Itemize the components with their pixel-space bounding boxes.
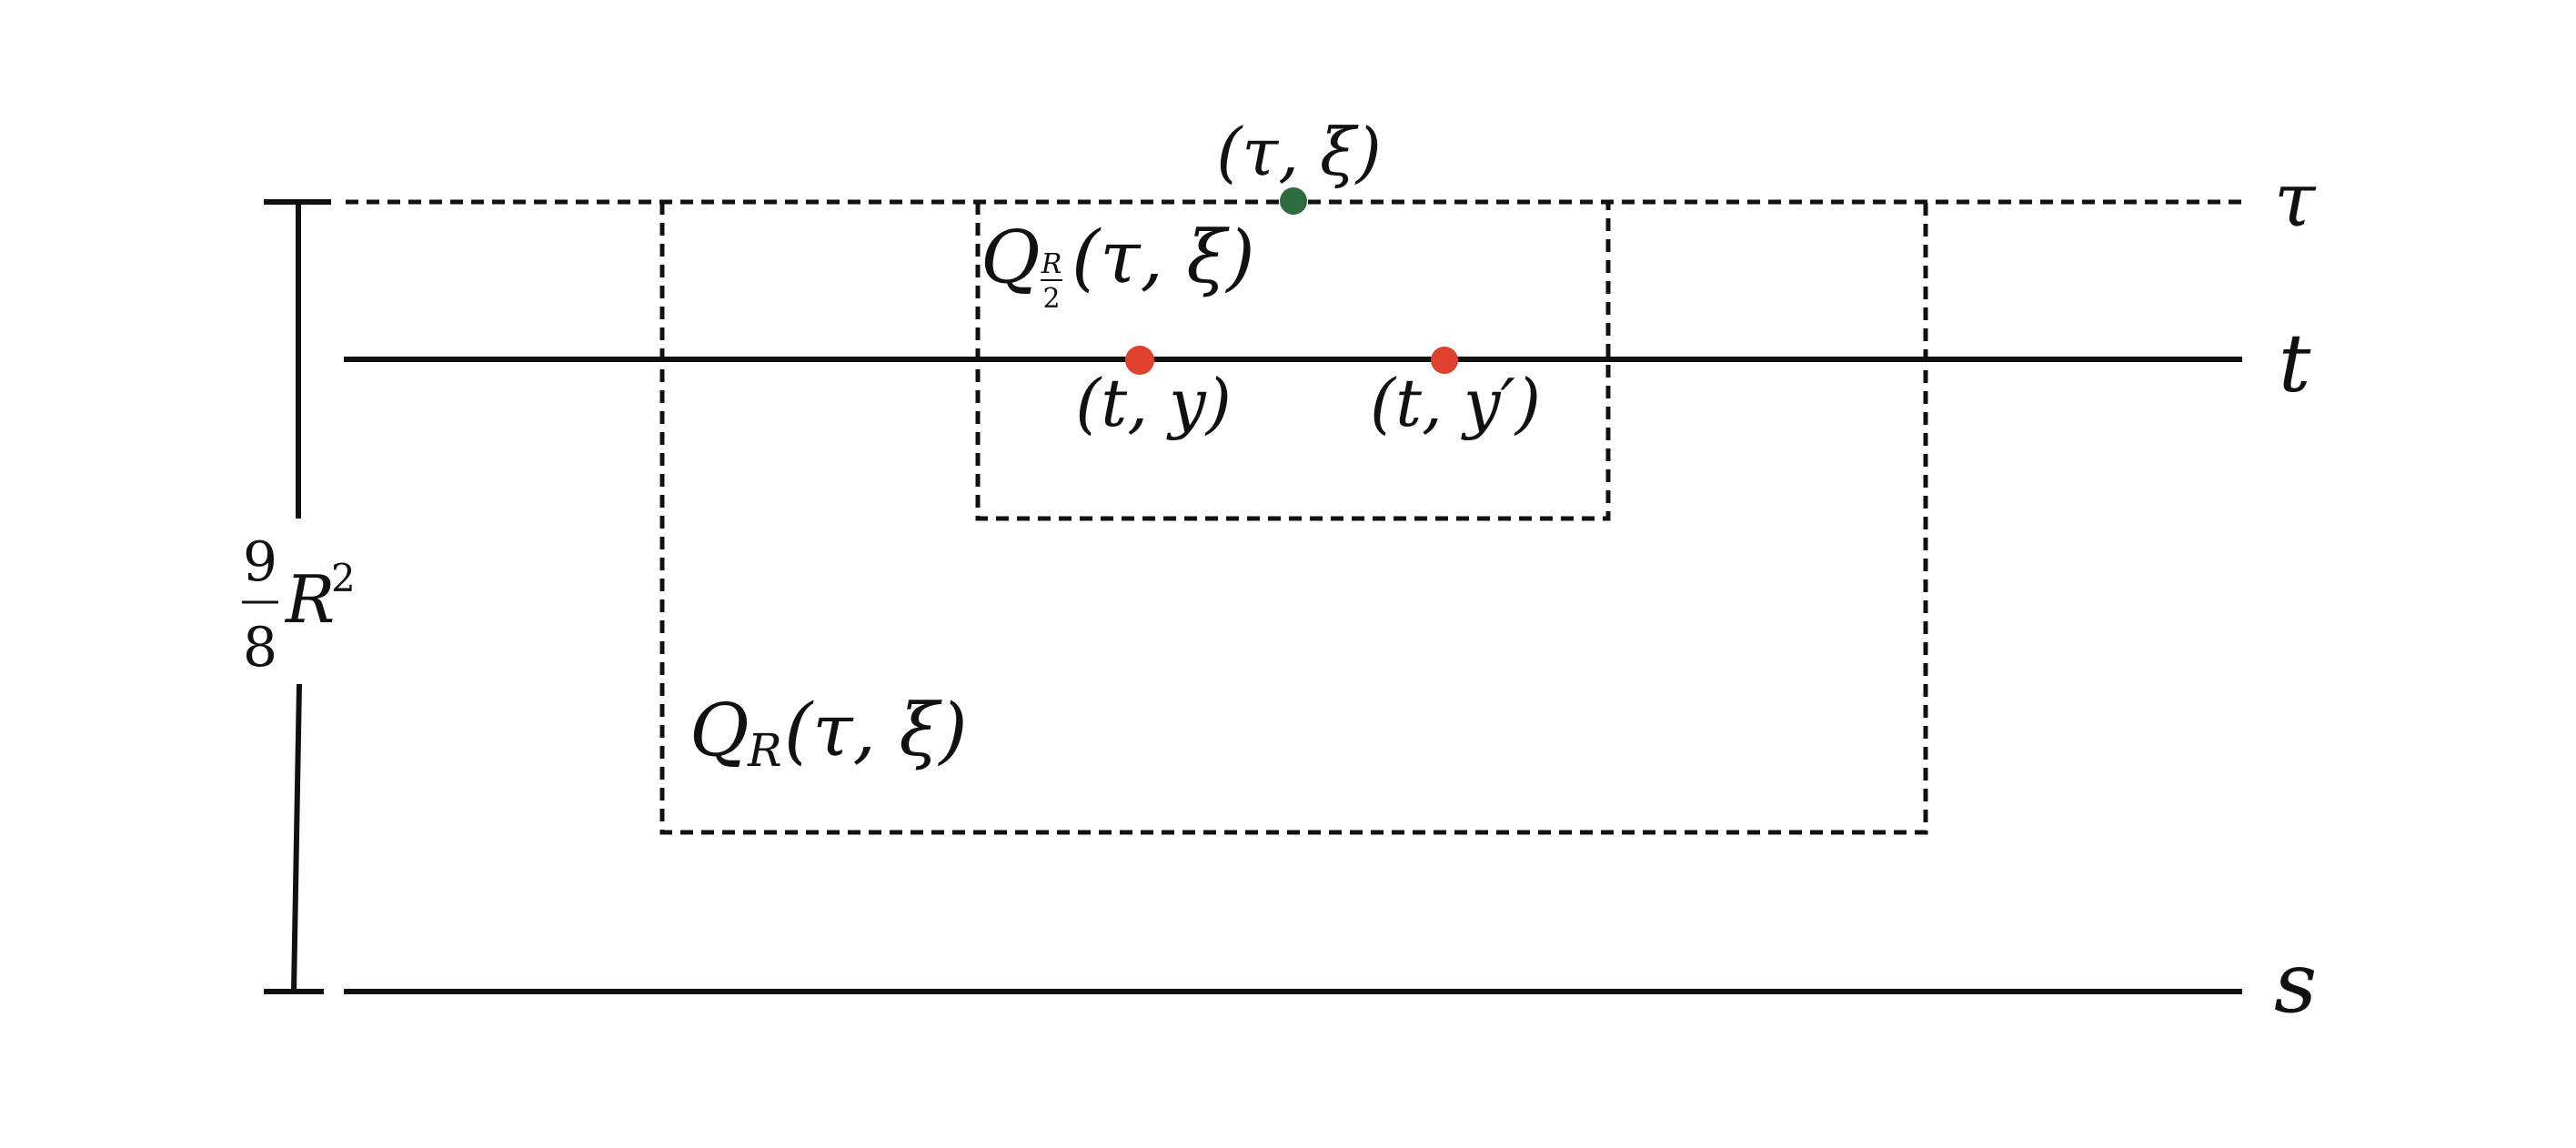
outer-cylinder-label: Q R (τ, ξ)	[689, 688, 968, 777]
height-fraction-numerator: 9	[243, 530, 277, 594]
bracket-lower-segment	[291, 683, 302, 992]
inner-cylinder-label: Q R 2 (τ, ξ)	[981, 215, 1255, 315]
height-exponent: 2	[331, 556, 356, 600]
inner-cylinder-subscript-denominator: 2	[1042, 283, 1060, 315]
height-fraction-denominator: 8	[243, 616, 277, 680]
first-point-label: (t, y)	[1075, 365, 1232, 441]
height-radius-symbol: R	[284, 561, 335, 638]
s-line-label: s	[2274, 934, 2317, 1032]
inner-cylinder-box	[975, 202, 1611, 521]
inner-cylinder-argument: (τ, ξ)	[1072, 215, 1255, 299]
inner-cylinder-symbol: Q	[981, 215, 1041, 299]
height-label: 9 8 R 2	[242, 530, 356, 680]
outer-cylinder-box	[659, 202, 1928, 835]
outer-cylinder-argument: (τ, ξ)	[784, 688, 968, 772]
outer-cylinder-symbol: Q	[689, 688, 750, 772]
t-line-label: t	[2279, 317, 2311, 410]
center-point-label: (τ, ξ)	[1216, 114, 1381, 190]
inner-cylinder-subscript-numerator: R	[1041, 248, 1062, 280]
first-point	[1125, 346, 1154, 375]
second-point-label: (t, y′)	[1370, 365, 1541, 441]
outer-cylinder-subscript: R	[747, 724, 782, 777]
second-point	[1431, 347, 1458, 374]
center-point	[1280, 187, 1307, 215]
tau-line-label: τ	[2274, 157, 2317, 244]
